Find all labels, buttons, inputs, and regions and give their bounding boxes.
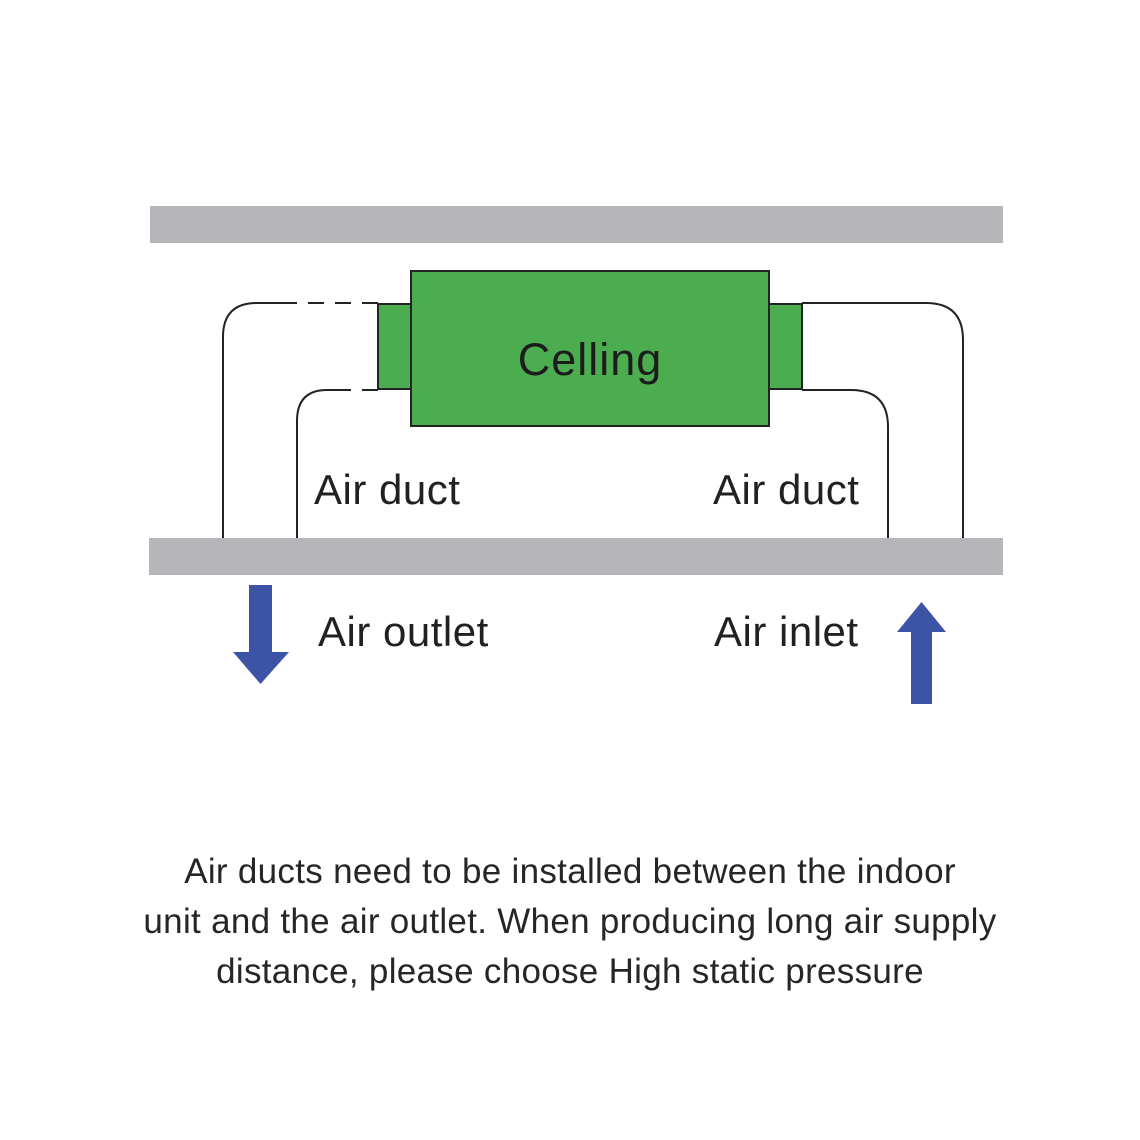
- caption-line-2: unit and the air outlet. When producing …: [143, 902, 997, 941]
- unit-right-flange: [767, 303, 803, 390]
- right-air-duct-label: Air duct: [713, 466, 860, 513]
- unit-left-flange: [377, 303, 413, 390]
- caption-text: Air ducts need to be installed between t…: [0, 847, 1140, 997]
- ceiling-unit-label: Celling: [517, 333, 663, 385]
- ceiling-unit: Celling: [410, 270, 770, 427]
- caption-line-3: distance, please choose High static pres…: [216, 952, 924, 991]
- left-air-duct-label: Air duct: [314, 466, 461, 513]
- arrow-up-icon: [897, 602, 946, 704]
- right-inner-duct-line: [802, 389, 889, 538]
- upper-ceiling-slab: [150, 206, 1003, 243]
- left-outer-duct-line: [222, 302, 293, 538]
- arrow-down-icon: [233, 585, 289, 684]
- air-outlet-label: Air outlet: [318, 608, 489, 655]
- air-inlet-label: Air inlet: [714, 608, 859, 655]
- left-inner-duct-line: [296, 389, 342, 538]
- caption-line-1: Air ducts need to be installed between t…: [184, 852, 956, 891]
- lower-ceiling-slab: [149, 538, 1003, 575]
